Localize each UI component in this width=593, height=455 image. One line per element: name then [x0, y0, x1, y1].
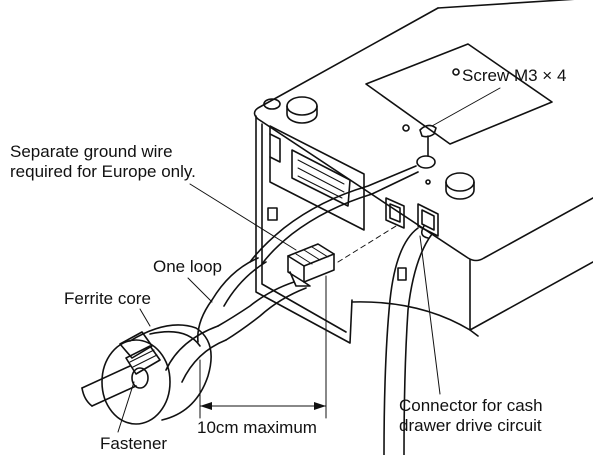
fastener-strap	[125, 345, 161, 375]
drawer-jack	[417, 203, 439, 237]
drawer-cable	[383, 225, 433, 455]
panel-screw-hole	[452, 68, 460, 76]
printer-inner-edge	[261, 123, 347, 333]
leader-ground-wire	[189, 183, 297, 251]
printer-body	[253, 0, 593, 344]
drawer-cable-sleeve	[420, 225, 429, 239]
ground-wire-label: Separate ground wire required for Europe…	[10, 142, 196, 182]
ground-wire-label-line1: Separate ground wire	[10, 142, 173, 161]
modular-plug-contacts	[295, 246, 329, 265]
rubber-foot	[445, 181, 475, 200]
main-cable-edge	[217, 281, 295, 327]
printer-front-face-bottom	[351, 301, 479, 337]
modular-plug-top	[287, 253, 335, 267]
leader-connector-dashed	[337, 225, 397, 263]
printer-front-face-right	[469, 259, 593, 331]
ground-screw-hole	[425, 179, 431, 185]
front-opening	[267, 207, 278, 221]
ferrite-core-label: Ferrite core	[64, 289, 151, 308]
connector-label-line1: Connector for cash	[399, 396, 543, 415]
screw-label: Screw M3 × 4	[462, 66, 567, 85]
main-cable-edge	[225, 287, 307, 341]
arrowhead-left	[200, 402, 212, 410]
ferrite-core	[101, 324, 212, 425]
leader-ferrite-core	[139, 308, 151, 327]
connector-label: Connector for cash drawer drive circuit	[399, 396, 543, 436]
drawer-jack	[385, 197, 405, 229]
dimension-marker	[199, 275, 327, 419]
ferrite-core-body	[129, 324, 212, 421]
dimension-label: 10cm maximum	[197, 418, 317, 437]
drawer-cable-edge	[383, 227, 419, 455]
printer-back-edge	[437, 0, 575, 9]
screw-head	[419, 124, 437, 138]
drawer-jack-inner	[389, 203, 401, 223]
cable-tail	[91, 385, 137, 407]
ground-wire-label-line2: required for Europe only.	[10, 162, 196, 181]
cable-tail-end	[81, 387, 93, 407]
rubber-foot	[286, 96, 318, 116]
ferrite-latch	[119, 331, 153, 359]
fastener-teeth	[129, 349, 158, 368]
printer-front-face-left	[255, 115, 353, 344]
printer-top-outline	[253, 7, 593, 262]
leader-screw	[431, 87, 501, 127]
panel-screw-hole	[402, 124, 410, 132]
cable-loop-back	[223, 261, 267, 307]
serial-port	[269, 125, 365, 231]
port-slot	[269, 133, 281, 163]
ferrite-core-front	[101, 339, 171, 425]
ground-wire	[249, 165, 417, 263]
fastener-label: Fastener	[100, 434, 168, 453]
plug-boot	[289, 271, 311, 287]
connector-label-line2: drawer drive circuit	[399, 416, 542, 435]
ground-wire	[261, 171, 419, 265]
drawer-cable-edge	[403, 233, 433, 455]
ring-terminal	[416, 155, 436, 169]
one-loop-label: One loop	[153, 257, 222, 276]
arrowhead-right	[314, 402, 326, 410]
rubber-foot	[263, 98, 281, 110]
front-opening	[397, 267, 407, 281]
leader-connector	[419, 235, 441, 395]
ground-wire-assembly	[249, 124, 437, 265]
ferrite-core-seam	[149, 330, 201, 347]
ferrite-core-hole	[131, 367, 149, 389]
cable-loop	[165, 325, 227, 383]
rubber-foot	[445, 172, 475, 192]
port-recess	[269, 125, 365, 231]
drawer-connector-jacks	[385, 197, 439, 237]
top-panel	[365, 43, 553, 145]
leader-one-loop	[187, 277, 213, 303]
port-pins	[297, 159, 345, 199]
leader-lines	[117, 87, 501, 433]
port-connector	[291, 149, 351, 207]
cable-tail	[81, 365, 131, 389]
rubber-foot	[286, 105, 318, 124]
drawer-jack-inner	[421, 209, 435, 231]
modular-plug	[287, 243, 335, 283]
leader-fastener	[117, 381, 135, 433]
